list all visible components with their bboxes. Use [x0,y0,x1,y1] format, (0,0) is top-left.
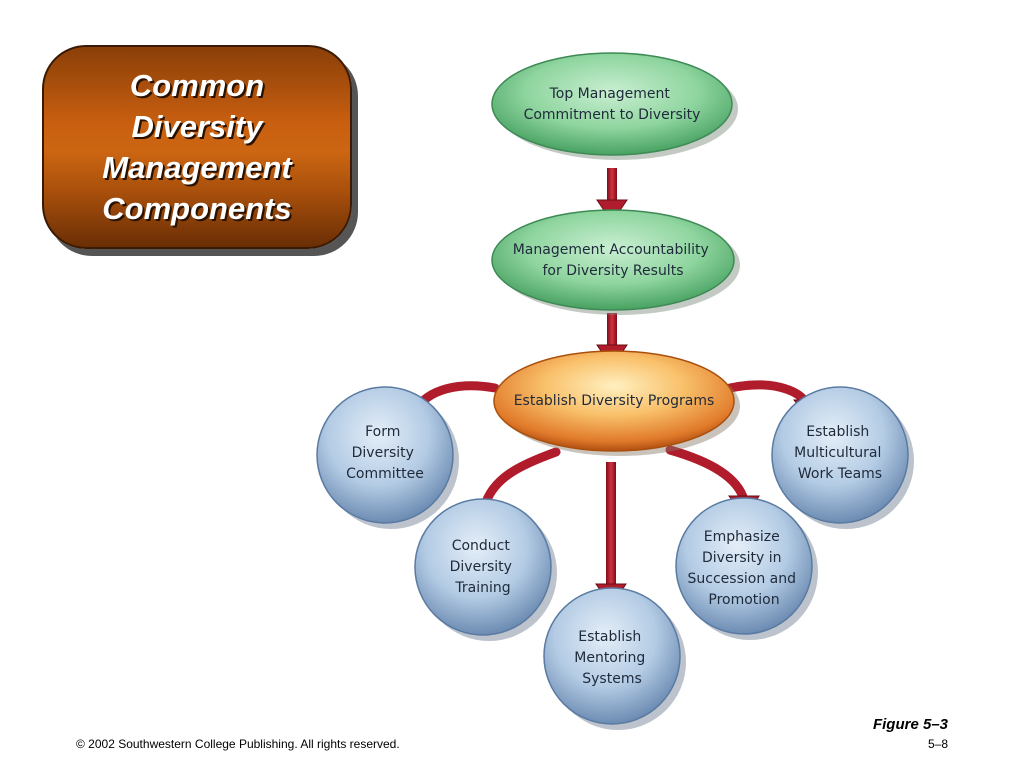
arrow-programs-to-mentoring [595,462,627,607]
node-training: Conduct Diversity Training [414,498,557,641]
copyright-notice: © 2002 Southwestern College Publishing. … [76,737,400,751]
node-label-line: Diversity [352,445,414,461]
node-succession: Emphasize Diversity in Succession and Pr… [675,497,818,640]
node-label-line: Diversity [450,559,512,575]
node-label-line: Form [365,424,400,440]
figure-label: Figure 5–3 [872,716,948,733]
node-label: Conduct Diversity Training [450,538,517,596]
slide-title: Common Diversity Management Components [102,65,291,229]
node-label-line: Establish [578,629,641,645]
node-label: Emphasize Diversity in Succession and Pr… [688,529,801,608]
page-number: 5–8 [927,737,948,751]
node-programs: Establish Diversity Programs [493,350,740,456]
node-top-management: Top Management Commitment to Diversity [491,52,738,160]
node-label-line: Diversity in [702,550,782,566]
node-mentoring: Establish Mentoring Systems [543,587,686,730]
title-line: Management [102,150,292,185]
node-accountability: Management Accountability for Diversity … [491,209,740,315]
node-multicultural: Establish Multicultural Work Teams [771,386,914,529]
node-label-line: Committee [346,466,424,482]
title-panel: Common Diversity Management Components [42,45,352,249]
node-label-line: Training [454,580,510,596]
node-label: Form Diversity Committee [346,424,424,482]
node-label-line: Work Teams [798,466,882,482]
node-label-line: Emphasize [704,529,780,545]
title-line: Components [102,191,292,226]
node-label: Management Accountability for Diversity … [513,242,714,279]
node-label-line: Management Accountability [513,242,709,258]
node-label: Establish Diversity Programs [514,393,715,409]
title-line: Diversity [131,109,263,144]
node-label: Establish Mentoring Systems [574,629,649,687]
node-label: Establish Multicultural Work Teams [794,424,886,482]
node-label-line: Succession and [688,571,796,587]
node-label-line: Establish [806,424,869,440]
node-label-line: Promotion [708,592,779,608]
node-label-line: Conduct [452,538,511,554]
node-label-line: Systems [582,671,642,687]
node-label: Top Management Commitment to Diversity [524,86,701,123]
node-label-line: Establish Diversity Programs [514,393,715,409]
node-label-line: Commitment to Diversity [524,107,701,123]
node-label-line: Multicultural [794,445,881,461]
title-line: Common [129,68,265,103]
node-label-line: Mentoring [574,650,645,666]
node-committee: Form Diversity Committee [316,386,459,529]
node-label-line: for Diversity Results [543,263,684,279]
node-label-line: Top Management [549,86,671,102]
